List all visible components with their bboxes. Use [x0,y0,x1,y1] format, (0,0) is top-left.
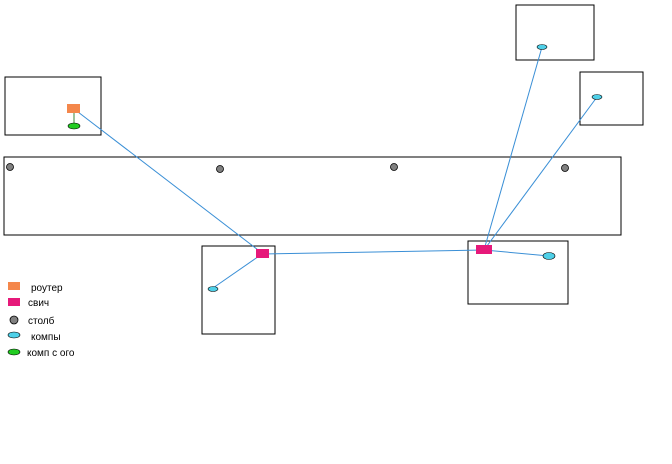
legend-switch-label: свич [28,298,49,309]
computer-ogo [67,122,81,130]
legend-ogo-computer-icon [7,348,21,356]
pole-3 [390,163,398,171]
building-left [4,76,102,136]
cable-switch-switch [261,249,485,255]
cable-switch-pc-right [483,249,550,257]
cable-router-switch [77,111,263,254]
legend-ogo-computer-label: комп с ого [27,348,75,359]
cable-switch-pc-top [483,46,543,251]
building-far-right [579,71,644,126]
switch-right [476,245,492,254]
pole-1 [6,163,14,171]
computer-right [542,252,556,260]
computer-center [207,286,219,292]
building-right [467,240,569,305]
building-center [201,245,276,335]
computer-far-right [591,94,603,100]
legend-router-icon [8,282,20,290]
pole-2 [216,165,224,173]
cable-switch-pc-far-right [483,96,598,251]
legend-pole-icon [9,315,19,325]
cables [77,46,598,289]
switch-center [256,249,269,258]
legend-router-label: роутер [31,283,63,294]
building-top-right [515,4,595,61]
router [67,104,80,113]
legend: роутер свич столб компы комп с ого [7,282,75,359]
legend-computer-icon [7,331,21,339]
legend-computers-label: компы [31,332,61,343]
building-long [3,156,622,236]
cable-switch-pc-center [212,253,263,289]
computer-top-right [536,44,548,50]
legend-pole-label: столб [28,315,55,327]
pole-4 [561,164,569,172]
legend-switch-icon [8,298,20,306]
